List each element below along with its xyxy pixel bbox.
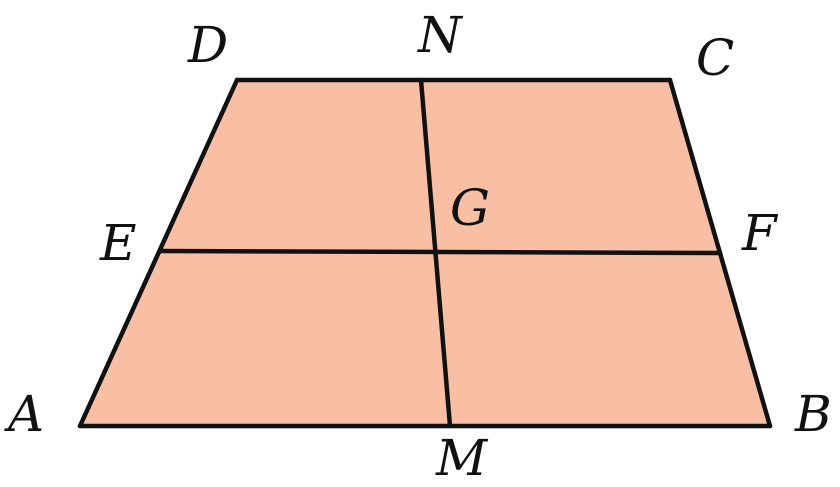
label-n: N [417, 6, 464, 64]
label-m: M [435, 429, 489, 487]
segment-ef [158, 248, 723, 256]
label-g: G [450, 179, 490, 237]
label-f: F [741, 204, 779, 262]
edge-da [77, 77, 240, 429]
label-b: B [794, 385, 832, 443]
label-d: D [187, 16, 228, 74]
segment-mn [418, 77, 453, 429]
label-c: C [696, 29, 734, 87]
label-e: E [99, 214, 137, 272]
label-a: A [4, 385, 44, 443]
